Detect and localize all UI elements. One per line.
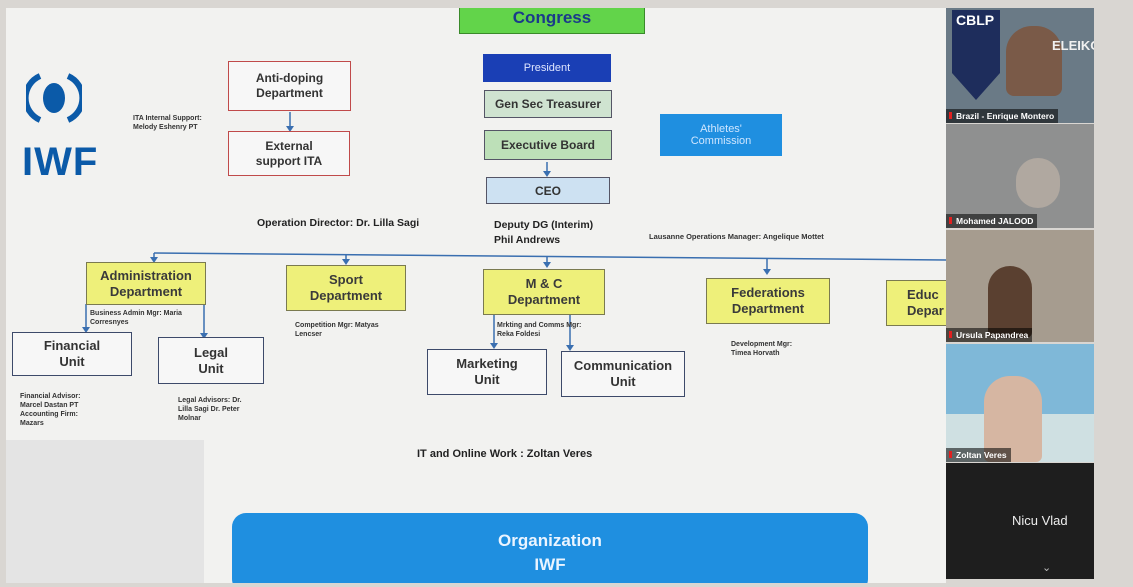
deputy-dg-label: Deputy DG (Interim) <box>494 219 594 231</box>
iwf-logo-text: IWF <box>22 140 99 184</box>
mc-manager-label: Mrkting and Comms Mgr: Reka Foldesi <box>497 322 582 338</box>
bottom-left-blank <box>6 440 204 583</box>
federations-department-box: Federations Department <box>706 278 830 324</box>
operation-director-label: Operation Director: Dr. Lilla Sagi <box>257 217 420 229</box>
president-box: President <box>483 54 611 82</box>
administration-department-box: Administration Department <box>86 262 206 305</box>
organization-title: Organization <box>498 531 602 550</box>
legal-unit-box: Legal Unit <box>158 337 264 384</box>
mc-department-box: M & C Department <box>483 269 605 315</box>
anti-doping-department-box: Anti-doping Department <box>228 61 351 111</box>
development-manager-label: Development Mgr: Timea Horvath <box>731 341 793 357</box>
participant-tile-3[interactable]: Ursula Papandrea <box>946 230 1094 342</box>
participant-tile-2[interactable]: Mohamed JALOOD <box>946 124 1094 228</box>
congress-box: Congress <box>459 8 645 34</box>
person-silhouette <box>1016 158 1060 208</box>
financial-advisor-label: Financial Advisor: Marcel Dastan PT Acco… <box>20 393 81 427</box>
business-admin-manager-label: Business Admin Mgr: Maria Corresnyes <box>90 310 182 326</box>
external-support-ita-box: External support ITA <box>228 131 350 176</box>
financial-unit-box: Financial Unit <box>12 332 132 376</box>
participant-tile-5[interactable]: Nicu Vlad ⌄ <box>946 463 1094 579</box>
eleiko-logo-text: ELEIKO <box>1052 38 1094 53</box>
iwf-logo-icon <box>26 73 82 123</box>
organization-banner: Organization IWF <box>232 513 868 583</box>
competition-manager-label: Competition Mgr: Matyas Lencser <box>295 322 379 338</box>
participant-name-4: Zoltan Veres <box>946 448 1011 462</box>
org-chart-connectors <box>82 112 946 351</box>
participant-name-2: Mohamed JALOOD <box>946 214 1038 228</box>
communication-unit-box: Communication Unit <box>561 351 685 397</box>
ceo-box: CEO <box>486 177 610 204</box>
ita-internal-support-label: ITA Internal Support: Melody Eshenry PT <box>133 115 202 131</box>
person-silhouette <box>984 376 1042 462</box>
marketing-unit-box: Marketing Unit <box>427 349 547 395</box>
participant-name-1: Brazil - Enrique Montero <box>946 109 1059 123</box>
education-department-box: Educ Depar <box>886 280 946 326</box>
education-department-label: Educ Depar <box>907 287 944 318</box>
executive-board-box: Executive Board <box>484 130 612 160</box>
person-silhouette <box>1006 26 1062 96</box>
participant-tile-4[interactable]: Zoltan Veres <box>946 344 1094 462</box>
athletes-commission-box: Athletes' Commission <box>660 114 782 156</box>
deputy-dg-name: Phil Andrews <box>494 234 561 246</box>
participant-name-5: Nicu Vlad <box>1012 513 1068 528</box>
lausanne-operations-manager-label: Lausanne Operations Manager: Angelique M… <box>649 232 824 241</box>
person-silhouette <box>988 266 1032 338</box>
chevron-down-icon[interactable]: ⌄ <box>1042 562 1052 574</box>
legal-advisors-label: Legal Advisors: Dr. Lilla Sagi Dr. Peter… <box>178 397 242 422</box>
cblp-logo-text: CBLP <box>956 12 995 28</box>
participant-name-3: Ursula Papandrea <box>946 328 1033 342</box>
presentation-slide: IWF Congress President Gen Sec Treasurer… <box>6 8 946 583</box>
it-online-work-label: IT and Online Work : Zoltan Veres <box>417 448 593 460</box>
participant-tile-1[interactable]: CBLP ELEIKO Brazil - Enrique Montero <box>946 8 1094 123</box>
sport-department-box: Sport Department <box>286 265 406 311</box>
gen-sec-treasurer-box: Gen Sec Treasurer <box>484 90 612 118</box>
organization-name: IWF <box>534 555 566 574</box>
